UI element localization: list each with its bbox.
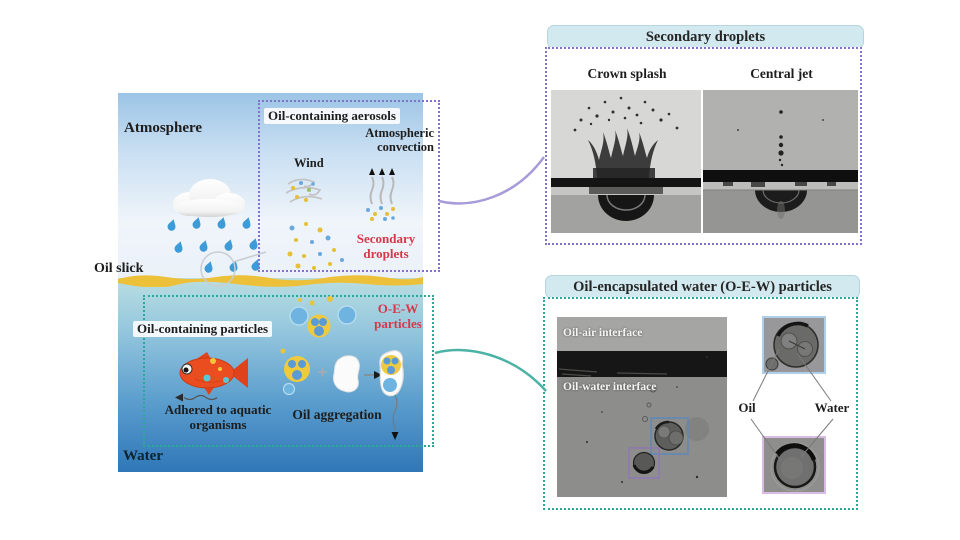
- secondary-droplet-dots-icon: [287, 222, 344, 270]
- secondary-droplets-label: Secondary droplets: [356, 231, 416, 261]
- atmosphere-label: Atmosphere: [124, 120, 203, 136]
- oil-air-interface-label: Oil-air interface: [563, 327, 643, 339]
- secondary-panel-header: Secondary droplets: [547, 25, 864, 49]
- rain-cloud-icon: [173, 179, 245, 217]
- microscope-photo: [557, 317, 727, 497]
- water-inset-label: Water: [814, 400, 850, 415]
- environment-diagram: Atmosphere Oil slick Water: [94, 93, 440, 472]
- particle-box-title: Oil-containing particles: [133, 321, 273, 337]
- plus-icon: [318, 367, 327, 377]
- water-label: Water: [123, 448, 163, 464]
- oil-water-interface-label: Oil-water interface: [563, 381, 657, 393]
- swim-trail-arrow-icon: [175, 393, 218, 402]
- particle-box: Oil-containing particles O-E-W particles: [133, 295, 434, 447]
- central-jet-label: Central jet: [750, 66, 813, 81]
- purple-connector-curve: [438, 156, 546, 205]
- atmospheric-convection-icon: [366, 168, 395, 221]
- oew-panel-header: Oil-encapsulated water (O-E-W) particles: [545, 275, 860, 299]
- aerosol-box: Oil-containing aerosols Atmospheric conv…: [258, 100, 440, 272]
- oil-aggregation-icon: [280, 348, 404, 397]
- oew-inset-top: [762, 316, 826, 374]
- fish-icon: [179, 352, 248, 395]
- aerosol-box-title: Oil-containing aerosols: [264, 108, 400, 124]
- adhered-label: Adhered to aquatic organisms: [164, 402, 272, 432]
- oew-particles-label: O-E-W particles: [374, 301, 422, 331]
- oil-slick-band-icon: [118, 275, 423, 287]
- oew-inset-bottom: [762, 436, 826, 494]
- oew-inset-bottom-particle: [770, 442, 820, 492]
- sinking-arrow-icon: [391, 395, 399, 440]
- central-jet-photo: [703, 90, 858, 233]
- crown-splash-photo: [551, 90, 701, 233]
- wind-gust-icon: [285, 178, 323, 203]
- oil-slick-label: Oil slick: [94, 261, 144, 276]
- teal-connector-curve: [434, 348, 547, 392]
- oew-particle-cluster-icon: [289, 296, 357, 338]
- oil-label: Oil: [738, 400, 756, 415]
- wind-label: Wind: [294, 156, 324, 170]
- atmospheric-convection-label: Atmospheric convection: [365, 126, 434, 155]
- oil-aggregation-label: Oil aggregation: [292, 407, 382, 422]
- crown-splash-label: Crown splash: [587, 66, 667, 81]
- oew-inset-top-particle: [765, 321, 819, 371]
